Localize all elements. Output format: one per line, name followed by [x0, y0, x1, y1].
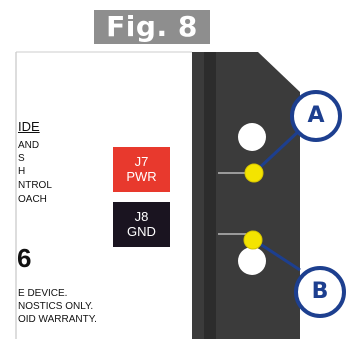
connector-j7-id: J7: [134, 154, 149, 169]
board-line: H: [18, 166, 26, 177]
probe-dot-b: [243, 230, 263, 250]
board-warning-line: E DEVICE.: [18, 288, 68, 299]
connector-j7-label: J7 PWR: [113, 154, 170, 184]
leader-line-a: [254, 128, 302, 173]
board-warning-line: OID WARRANTY.: [18, 314, 97, 325]
board-warning-line: NOSTICS ONLY.: [18, 301, 94, 312]
connector-j8-id: J8: [134, 209, 149, 224]
callout-circle-a: [290, 90, 342, 142]
connector-j7-body: [113, 147, 170, 192]
connector-j8-body: [113, 202, 170, 247]
leader-line-b: [256, 240, 301, 272]
panel-hole-upper: [238, 123, 266, 151]
callout-circle-b: [294, 266, 346, 318]
board-line: OACH: [18, 194, 47, 205]
panel-hole-lower: [238, 247, 266, 275]
figure-label: Fig. 8: [106, 10, 198, 43]
board-heading: IDE: [18, 119, 40, 134]
panel-bend-shadow: [204, 52, 216, 339]
connector-j7-function: PWR: [126, 169, 157, 184]
callout-letter-b: B: [311, 279, 329, 304]
probe-dot-a: [244, 163, 264, 183]
board-model-digit: 6: [17, 243, 32, 273]
connector-j8-function: GND: [127, 224, 156, 239]
connector-j8-label: J8 GND: [113, 209, 170, 239]
board-line: S: [18, 153, 25, 164]
dark-panel: [192, 52, 300, 339]
fig-banner: [94, 10, 210, 44]
callout-letter-a: A: [307, 103, 325, 128]
board-line: NTROL: [18, 180, 52, 191]
board-line: AND: [18, 140, 40, 151]
